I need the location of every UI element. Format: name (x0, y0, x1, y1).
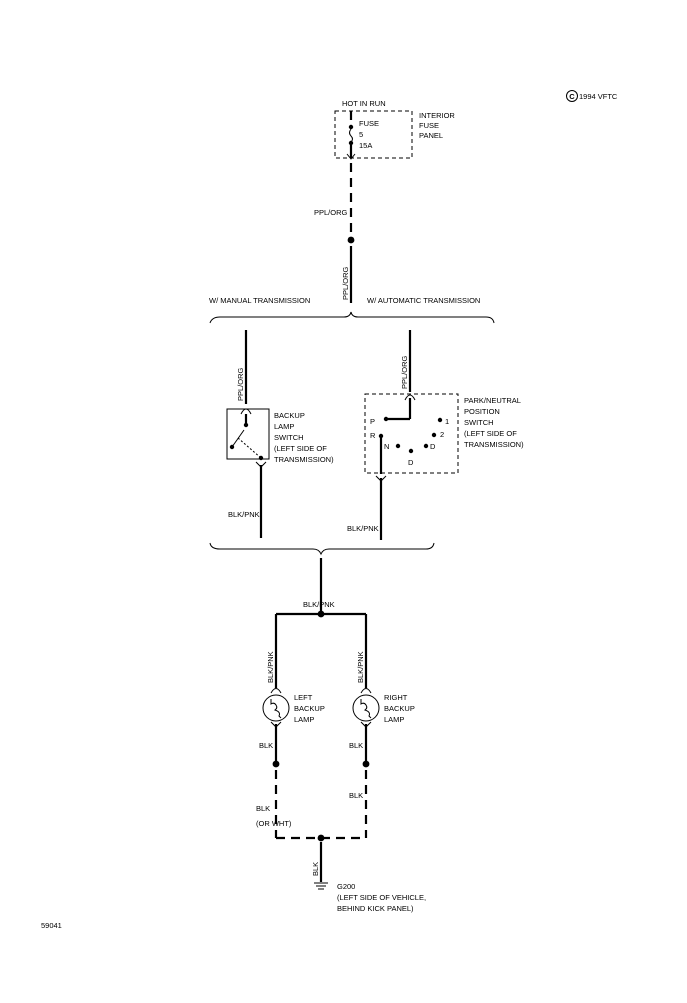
pn-switch-label-4: (LEFT SIDE OF (464, 429, 517, 438)
pn-position-d-bottom: D (408, 458, 414, 467)
pn-switch-label-5: TRANSMISSION) (464, 440, 524, 449)
merge-brace (209, 542, 435, 556)
transmission-option-split: W/ MANUAL TRANSMISSION W/ AUTOMATIC TRAN… (209, 296, 495, 324)
manual-out-wire-label: BLK/PNK (228, 510, 260, 519)
feed-wire: PPL/ORG PPL/ORG (314, 163, 355, 303)
feed-wire-label-1: PPL/ORG (314, 208, 348, 217)
pn-position-n: N (384, 442, 389, 451)
auto-in-wire-label: PPL/ORG (400, 355, 409, 389)
copyright-symbol: C (569, 92, 575, 101)
backup-switch-label-4: (LEFT SIDE OF (274, 444, 327, 453)
panel-label-1: INTERIOR (419, 111, 455, 120)
auto-out-wire-label: BLK/PNK (347, 524, 379, 533)
interior-fuse-panel: HOT IN RUN FUSE 5 15A INTERIOR FUSE PANE… (334, 99, 455, 160)
backup-switch-label-3: SWITCH (274, 433, 304, 442)
left-ground-wire-label-2: BLK (256, 804, 270, 813)
figure-id: 59041 (41, 921, 62, 930)
hot-in-run-label: HOT IN RUN (342, 99, 386, 108)
pn-position-r: R (370, 431, 376, 440)
manual-branch: PPL/ORG BLK/PNK BACKUP LAMP SWITCH (LEFT… (226, 330, 334, 538)
right-feed-wire-label: BLK/PNK (356, 651, 365, 683)
fuse-number: 5 (359, 130, 363, 139)
right-backup-lamp: RIGHT BACKUP LAMP BLK BLK (349, 688, 415, 838)
right-ground-wire-label-1: BLK (349, 741, 363, 750)
pn-position-d-right: D (430, 442, 436, 451)
backup-switch-label-2: LAMP (274, 422, 294, 431)
automatic-transmission-label: W/ AUTOMATIC TRANSMISSION (367, 296, 480, 305)
ground-location-2: BEHIND KICK PANEL) (337, 904, 414, 913)
panel-label-2: FUSE (419, 121, 439, 130)
lamp-distribution: BLK/PNK BLK/PNK BLK/PNK (266, 558, 368, 688)
fuse-label: FUSE (359, 119, 379, 128)
copyright-text: 1994 VFTC (579, 92, 618, 101)
manual-transmission-label: W/ MANUAL TRANSMISSION (209, 296, 310, 305)
right-ground-wire-label-2: BLK (349, 791, 363, 800)
ground-name: G200 (337, 882, 355, 891)
right-lamp-label-1: RIGHT (384, 693, 408, 702)
pn-position-p: P (370, 417, 375, 426)
panel-label-3: PANEL (419, 131, 443, 140)
backup-switch-label-5: TRANSMISSION) (274, 455, 334, 464)
manual-in-wire-label: PPL/ORG (236, 367, 245, 401)
merged-wire-label: BLK/PNK (303, 600, 335, 609)
left-backup-lamp: LEFT BACKUP LAMP BLK BLK (OR WHT) (256, 688, 325, 838)
right-lamp-label-2: BACKUP (384, 704, 415, 713)
left-ground-wire-alt-label: (OR WHT) (256, 819, 292, 828)
copyright-mark: C 1994 VFTC (566, 90, 618, 102)
backup-lamp-switch (226, 408, 270, 460)
left-lamp-label-2: BACKUP (294, 704, 325, 713)
ground-location-1: (LEFT SIDE OF VEHICLE, (337, 893, 426, 902)
pn-switch-label-1: PARK/NEUTRAL (464, 396, 521, 405)
left-lamp-label-1: LEFT (294, 693, 313, 702)
pn-switch-label-3: SWITCH (464, 418, 494, 427)
backup-switch-label-1: BACKUP (274, 411, 305, 420)
ground-drop-wire-label: BLK (311, 862, 320, 876)
feed-wire-label-2: PPL/ORG (341, 266, 350, 300)
pn-position-1: 1 (445, 417, 449, 426)
left-feed-wire-label: BLK/PNK (266, 651, 275, 683)
left-lamp-label-3: LAMP (294, 715, 314, 724)
automatic-branch: PPL/ORG P R N D 1 2 D BLK/PNK PARK/NEUTR… (347, 330, 524, 540)
right-lamp-label-3: LAMP (384, 715, 404, 724)
ground-g200: BLK G200 (LEFT SIDE OF VEHICLE, BEHIND K… (276, 834, 426, 913)
pn-switch-label-2: POSITION (464, 407, 500, 416)
pn-position-2: 2 (440, 430, 444, 439)
left-ground-wire-label-1: BLK (259, 741, 273, 750)
park-neutral-position-switch (364, 393, 459, 474)
fuse-rating: 15A (359, 141, 372, 150)
